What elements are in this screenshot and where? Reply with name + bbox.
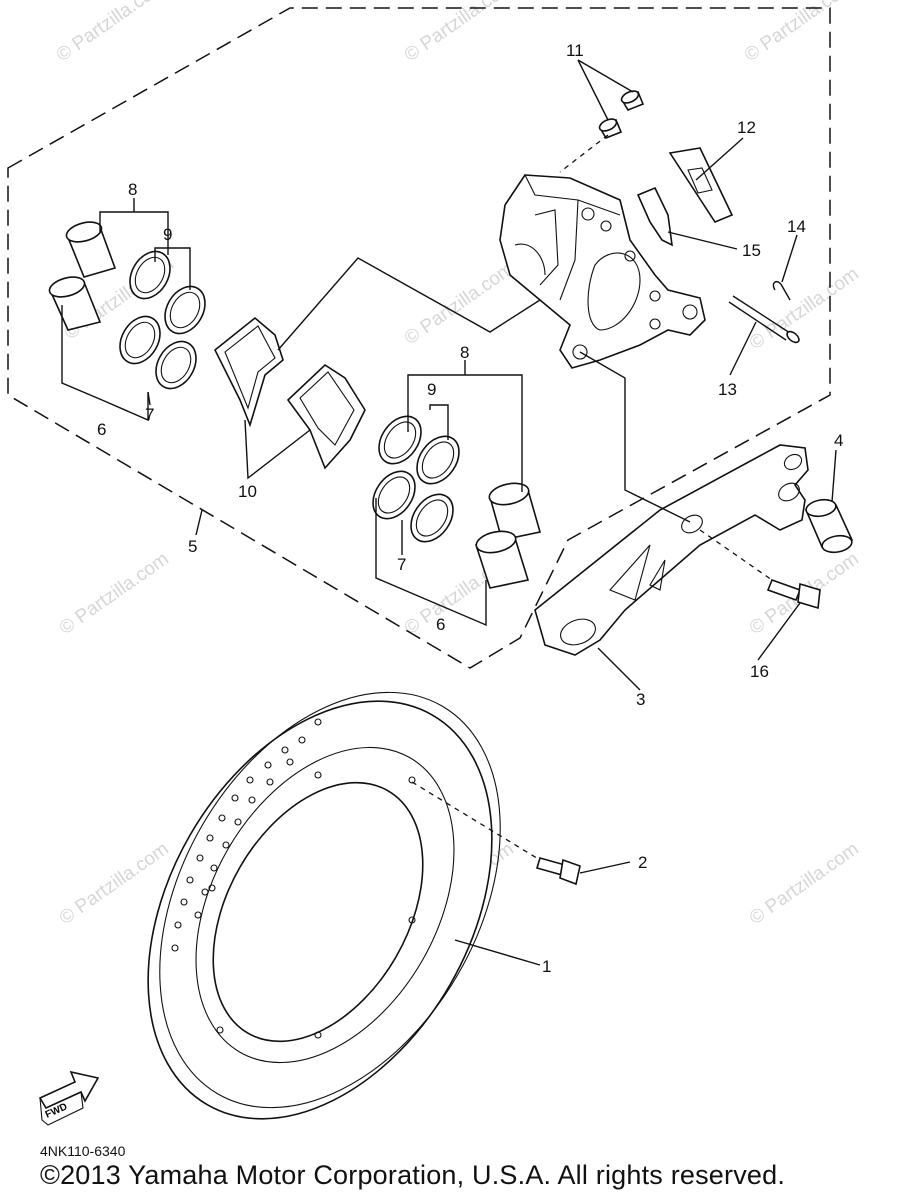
callout-11: 11 — [566, 41, 584, 60]
caliper-body — [499, 174, 706, 369]
disc-holes — [171, 718, 416, 1039]
callout-6: 6 — [436, 615, 445, 634]
callout-10: 10 — [238, 482, 257, 501]
bracket-bolt — [766, 578, 821, 610]
callouts: 1 2 3 4 5 6 6 7 7 8 8 9 9 10 11 12 13 14… — [97, 41, 843, 976]
caliper-assembly-boundary — [7, 7, 831, 669]
brake-disc — [147, 691, 501, 1120]
callout-15: 15 — [742, 241, 761, 260]
assembly-line — [559, 134, 609, 173]
callout-9: 9 — [427, 380, 436, 399]
leader-lines — [61, 59, 837, 966]
caliper-bracket — [534, 444, 809, 656]
callout-12: 12 — [737, 118, 756, 137]
callout-7: 7 — [145, 405, 154, 424]
watermark: © Partzilla.com — [56, 548, 173, 639]
brake-pads — [213, 316, 366, 470]
watermark: © Partzilla.com — [741, 0, 858, 66]
bleed-screws — [598, 90, 645, 139]
callout-8: 8 — [460, 343, 469, 362]
pad-pin — [728, 295, 800, 344]
seals-left — [119, 250, 206, 390]
collar — [804, 498, 854, 554]
diagram-code: 4NK110-6340 — [40, 1143, 126, 1159]
clip-pin — [772, 280, 791, 301]
watermark: © Partzilla.com — [56, 838, 173, 929]
callout-9: 9 — [163, 225, 172, 244]
watermark: © Partzilla.com — [746, 838, 863, 929]
callout-6: 6 — [97, 420, 106, 439]
callout-14: 14 — [787, 217, 806, 236]
callout-3: 3 — [636, 690, 645, 709]
callout-2: 2 — [638, 853, 647, 872]
disc-bolt — [535, 857, 581, 886]
pistons-right — [474, 482, 542, 589]
callout-1: 1 — [542, 957, 551, 976]
watermark: © Partzilla.com — [746, 263, 863, 354]
watermark: © Partzilla.com — [53, 0, 170, 66]
copyright-notice: ©2013 Yamaha Motor Corporation, U.S.A. A… — [40, 1160, 786, 1190]
assembly-line — [411, 781, 541, 861]
pad-support-plate — [668, 147, 734, 223]
watermark: © Partzilla.com — [401, 258, 518, 349]
callout-4: 4 — [834, 431, 843, 450]
watermark: © Partzilla.com — [401, 0, 518, 66]
seals-right — [372, 415, 460, 543]
callout-7: 7 — [397, 555, 406, 574]
callout-5: 5 — [188, 537, 197, 556]
callout-13: 13 — [718, 380, 737, 399]
pad-spring — [636, 186, 673, 247]
callout-16: 16 — [750, 662, 769, 681]
assembly-line — [699, 529, 773, 581]
pistons-left — [48, 221, 117, 331]
fwd-arrow-icon: FWD — [38, 1070, 100, 1126]
callout-8: 8 — [128, 180, 137, 199]
